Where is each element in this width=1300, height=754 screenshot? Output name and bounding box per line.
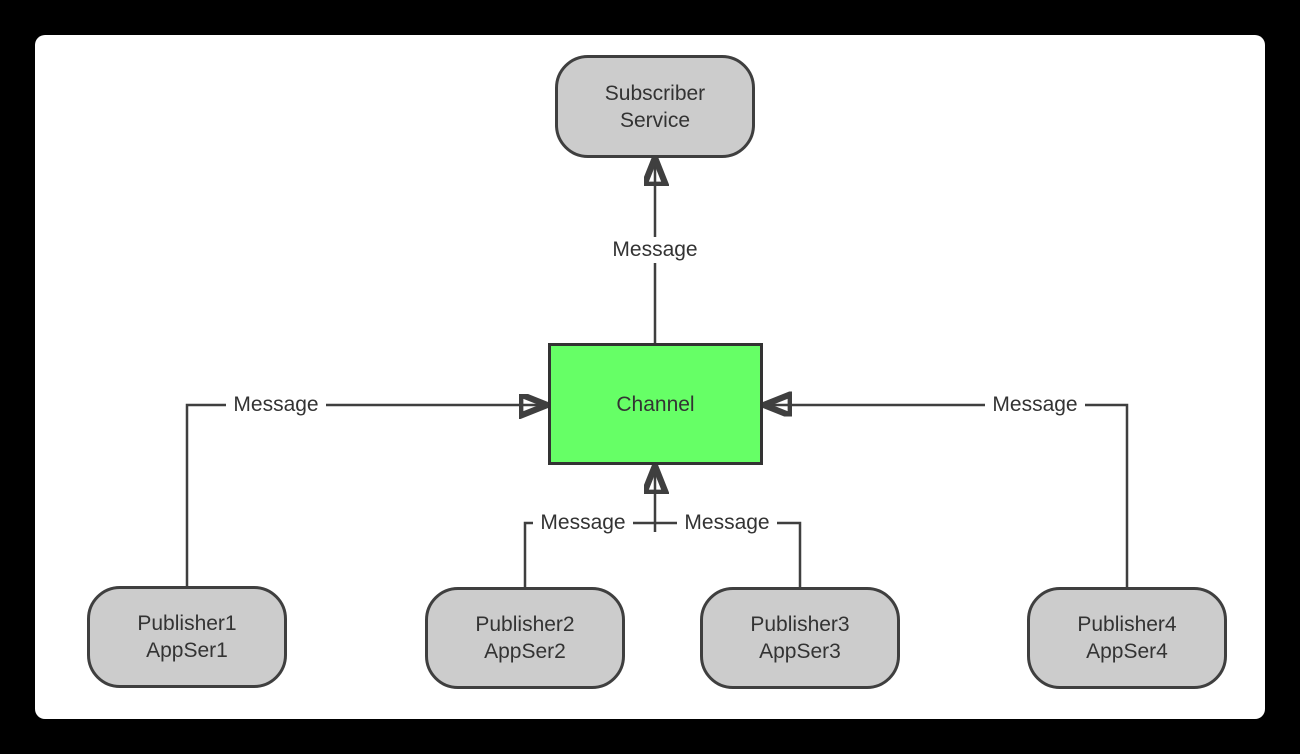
edge-label-publisher3: Message [677,510,777,536]
edge-publisher4-to-channel [765,405,1129,587]
node-label-line: Publisher3 [750,613,850,636]
node-label-line: AppSer1 [146,639,228,662]
node-label-line: Subscriber [604,81,706,105]
edge-publisher1-to-channel [185,405,546,586]
node-label-line: Channel [616,392,695,416]
node-publisher2: Publisher2 AppSer2 [425,587,625,689]
node-label-line: Publisher1 [137,612,237,635]
node-publisher4: Publisher4 AppSer4 [1027,587,1227,689]
node-label-line: Publisher4 [1077,613,1177,636]
node-label-line: AppSer2 [484,640,566,663]
edge-label-publisher1: Message [226,392,326,418]
edge-label-publisher2: Message [533,510,633,536]
node-subscriber-service: Subscriber Service [555,55,755,158]
edge-label-channel-to-subscriber: Message [605,237,705,263]
edge-label-publisher4: Message [985,392,1085,418]
node-publisher1: Publisher1 AppSer1 [87,586,287,688]
node-label-line: AppSer4 [1086,640,1168,663]
node-publisher3: Publisher3 AppSer3 [700,587,900,689]
node-label-line: AppSer3 [759,640,841,663]
diagram-canvas: Subscriber Service Channel Publisher1 Ap… [35,35,1265,719]
node-label-line: Publisher2 [475,613,575,636]
node-channel: Channel [548,343,763,465]
node-label-line: Service [619,108,691,132]
